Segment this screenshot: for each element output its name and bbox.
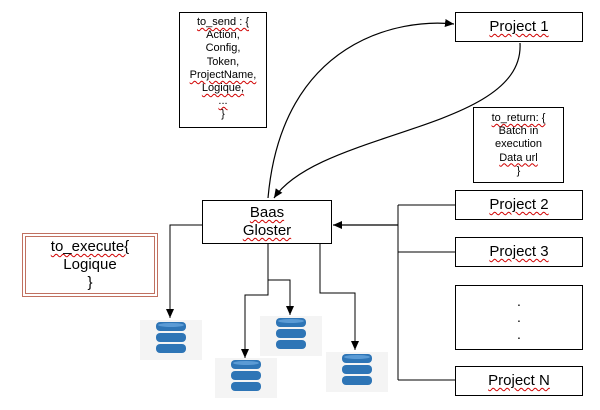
database-icon xyxy=(229,358,263,399)
to-return-line: execution xyxy=(494,138,543,151)
to-execute-line: Logique xyxy=(63,256,117,273)
to-send-line: ... xyxy=(218,95,228,108)
arrow-to-db-2 xyxy=(241,244,269,358)
to-send-line: ProjectName, xyxy=(189,68,257,81)
project-2-label: Project 2 xyxy=(489,196,549,213)
database-3 xyxy=(260,316,322,356)
project-1-label: Project 1 xyxy=(489,18,549,35)
project-ellipsis-box: . . . xyxy=(455,285,583,350)
to-execute-line: } xyxy=(87,274,93,291)
arrow-to-db-1 xyxy=(166,224,202,318)
to-return-line: } xyxy=(516,164,521,177)
to-return-line: Data url xyxy=(499,151,538,164)
baas-label: Baas xyxy=(249,204,285,221)
to-execute-line: to_execute{ xyxy=(50,238,130,255)
database-4 xyxy=(326,352,388,392)
project-1-box: Project 1 xyxy=(455,12,583,42)
to-send-line: Token, xyxy=(206,55,240,68)
to-return-line: Batch in xyxy=(498,125,539,138)
database-icon xyxy=(154,320,188,361)
project-n-box: Project N xyxy=(455,366,583,396)
to-execute-box: to_execute{ Logique } xyxy=(22,233,158,297)
arrow-to-db-3 xyxy=(268,279,294,315)
to-return-box: to_return: { Batch in execution Data url… xyxy=(473,107,564,183)
to-send-line: } xyxy=(221,108,225,121)
ellipsis-dot: . xyxy=(517,293,521,310)
arrow-project1-to-baas xyxy=(273,42,521,199)
ellipsis-dot: . xyxy=(517,309,521,326)
to-send-box: to_send : { Action, Config, Token, Proje… xyxy=(179,12,267,128)
project-3-box: Project 3 xyxy=(455,237,583,267)
gloster-label: Gloster xyxy=(242,222,292,239)
ellipsis-dot: . xyxy=(517,325,521,342)
project-2-box: Project 2 xyxy=(455,190,583,220)
to-send-line: Config, xyxy=(205,42,241,55)
arrow-baas-to-project1 xyxy=(267,19,455,199)
database-icon xyxy=(274,316,308,357)
database-icon xyxy=(340,352,374,393)
project-3-label: Project 3 xyxy=(489,243,549,260)
to-send-line: Logique, xyxy=(201,81,245,94)
to-send-line: Action, xyxy=(206,29,240,42)
arrow-to-db-4 xyxy=(319,244,359,350)
database-1 xyxy=(140,320,202,360)
project-n-label: Project N xyxy=(488,372,550,389)
database-2 xyxy=(215,358,277,398)
to-send-line: to_send : { xyxy=(197,16,249,28)
baas-gloster-box: Baas Gloster xyxy=(202,200,332,244)
to-return-line: to_return: { xyxy=(491,112,546,125)
